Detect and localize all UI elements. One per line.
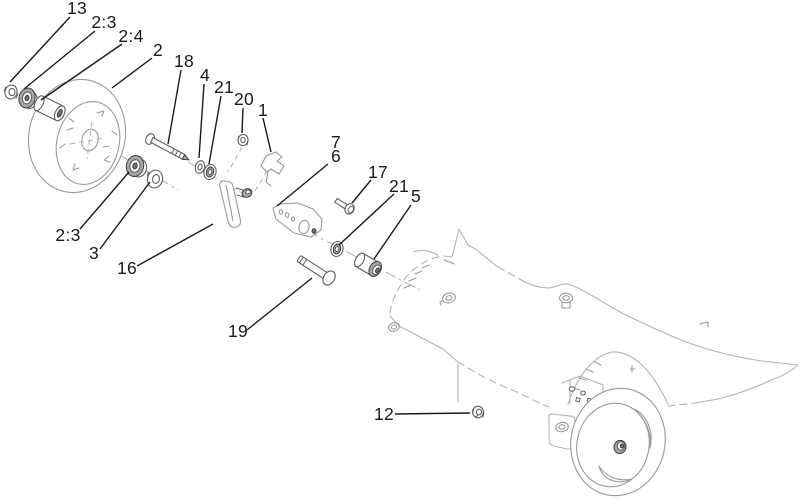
- caster-mount-plate: [548, 413, 576, 450]
- callout-label-4-5: 4: [200, 65, 210, 85]
- callout-label-2-3: 2: [153, 40, 163, 60]
- axle-bolt-18: [145, 133, 190, 161]
- callout-leader-3: [99, 181, 151, 250]
- callout-leader-21: [338, 193, 395, 246]
- callout-label-7-9: 7: [331, 132, 341, 152]
- callout-label-20-7: 20: [234, 89, 254, 109]
- deck-hole-left: [439, 292, 456, 306]
- mower-deck-outline: [388, 228, 799, 408]
- callout-leader-2: [111, 57, 153, 89]
- spacer-5: [353, 252, 382, 277]
- deck-hole-front: [388, 322, 400, 332]
- callout-leader-20: [241, 107, 244, 134]
- callout-leader-2:4: [40, 43, 123, 101]
- washer-21-lower: [330, 240, 344, 258]
- callout-label-21-12: 21: [389, 176, 409, 196]
- callout-label-18-4: 18: [174, 51, 194, 71]
- callout-leader-5: [373, 204, 412, 260]
- callout-leader-6: [276, 163, 329, 207]
- callout-label-12-18: 12: [374, 404, 394, 424]
- callout-label-17-11: 17: [368, 162, 388, 182]
- callout-label-2:4-2: 2:4: [118, 26, 143, 46]
- caster-bracket-16: [219, 180, 253, 228]
- callout-label-2:3-14: 2:3: [55, 225, 80, 245]
- nut-12: [472, 405, 485, 419]
- callout-label-5-13: 5: [411, 186, 421, 206]
- callout-label-3-15: 3: [89, 243, 99, 263]
- callout-label-19-17: 19: [228, 321, 248, 341]
- hub-centerline-h: [69, 137, 105, 145]
- callout-leader-12: [394, 412, 471, 415]
- callout-label-21-6: 21: [214, 77, 234, 97]
- callout-leader-2:3: [23, 30, 96, 90]
- deck-tick-marks-left: [403, 259, 455, 289]
- rear-wheel-assembly: [548, 351, 669, 497]
- callout-leader-18: [167, 69, 182, 145]
- callout-leader-4: [198, 83, 205, 159]
- callout-leader-2:3: [79, 171, 130, 230]
- wheel-slot-upper: [633, 408, 652, 449]
- rear-hub-nut: [613, 439, 627, 455]
- front-wheel-spoke-marks: [59, 110, 118, 171]
- callout-label-13-0: 13: [67, 0, 87, 18]
- callout-leader-19: [246, 277, 313, 331]
- bearing-2-3-lower: [125, 155, 148, 178]
- washer-21-upper: [203, 163, 217, 181]
- pivot-arm-6-7: [272, 202, 323, 238]
- callout-leader-16: [136, 223, 214, 267]
- deck-hole-right: [558, 292, 574, 309]
- bearing-2-3-upper: [18, 87, 38, 110]
- callout-label-6-10: 6: [331, 146, 341, 166]
- bolt-17: [334, 197, 355, 215]
- callout-label-16-16: 16: [117, 258, 137, 278]
- hub-centerline-v: [86, 121, 93, 160]
- washer-4: [194, 160, 206, 174]
- locknut-13: [3, 84, 19, 100]
- nut-20: [237, 133, 249, 147]
- callout-leader-1: [262, 117, 272, 153]
- deck-tab-mark: [699, 321, 709, 328]
- callout-leader-21: [208, 95, 222, 165]
- washer-3: [146, 169, 164, 189]
- callout-label-2:3-1: 2:3: [91, 12, 116, 32]
- bolt-19: [297, 255, 336, 286]
- spacer-block-1: [260, 151, 285, 187]
- wheel-slot-lower: [598, 465, 633, 483]
- rear-wheel-face: [576, 402, 650, 488]
- callout-label-1-8: 1: [258, 100, 268, 120]
- callout-leader-17: [351, 179, 372, 204]
- front-hub-bore: [81, 128, 99, 152]
- callout-leader-13: [9, 16, 71, 83]
- fender-tick-marks: [572, 361, 636, 391]
